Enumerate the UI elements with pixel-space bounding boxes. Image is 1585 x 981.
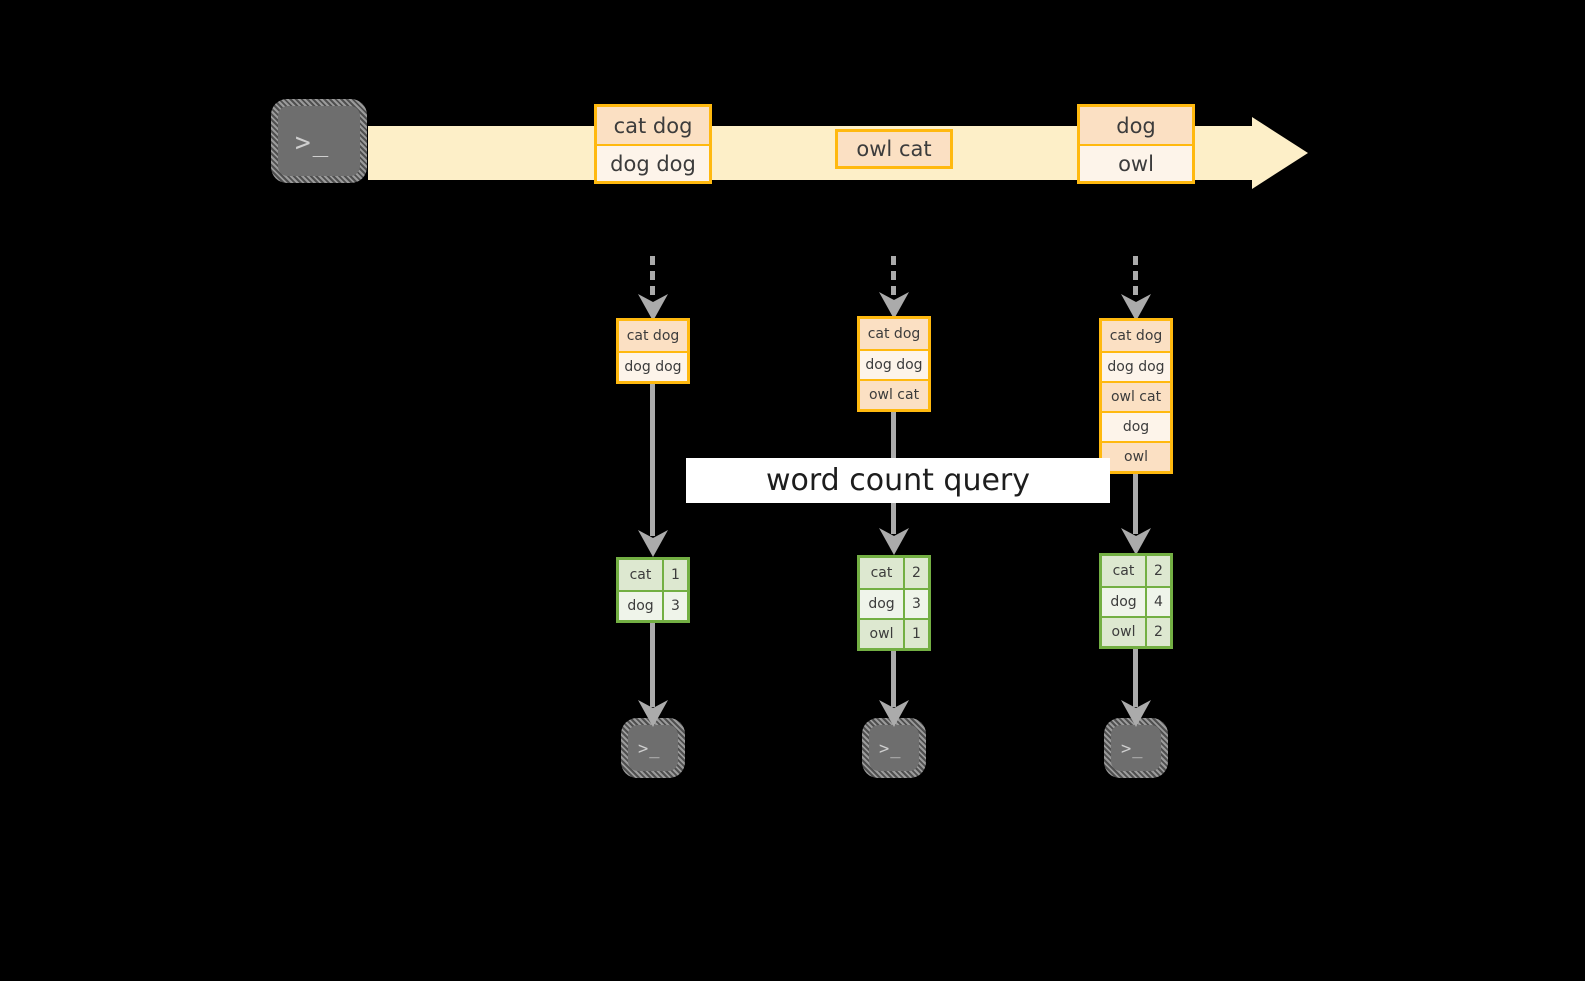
terminal-screen: >_ [869, 725, 919, 771]
terminal-screen: >_ [278, 106, 360, 176]
result-table-3[interactable]: cat 2 dog 4 owl 2 [1099, 553, 1173, 649]
snapshot-to-result-connector-1 [650, 384, 655, 536]
prompt-glyph: >_ [295, 128, 331, 158]
arrow-head-icon [1121, 528, 1151, 555]
result-row: dog 4 [1102, 586, 1170, 616]
result-row: dog 3 [860, 588, 928, 618]
result-to-consumer-connector-2 [891, 651, 896, 707]
result-word: cat [619, 560, 664, 590]
consumer-terminal-icon-3[interactable]: >_ [1104, 718, 1168, 778]
terminal-screen: >_ [628, 725, 678, 771]
snapshot-table-2[interactable]: cat dog dog dog owl cat [857, 316, 931, 412]
stream-message-1[interactable]: cat dog dog dog [594, 104, 712, 184]
result-count: 2 [1147, 556, 1170, 586]
result-table-1[interactable]: cat 1 dog 3 [616, 557, 690, 623]
query-band [686, 458, 1110, 503]
result-row: owl 1 [860, 618, 928, 648]
snapshot-row: cat dog [860, 319, 928, 349]
result-count: 3 [905, 590, 928, 618]
result-count: 1 [905, 620, 928, 648]
stream-arrow-head [1252, 117, 1308, 189]
result-word: dog [619, 592, 664, 620]
query-label: word count query [765, 463, 1031, 498]
snapshot-row: dog [1102, 411, 1170, 441]
arrow-head-icon [638, 294, 668, 321]
arrow-head-icon [638, 530, 668, 557]
result-count: 2 [1147, 618, 1170, 646]
result-word: owl [1102, 618, 1147, 646]
consumer-terminal-icon-2[interactable]: >_ [862, 718, 926, 778]
arrow-head-icon [879, 528, 909, 555]
result-row: dog 3 [619, 590, 687, 620]
arrow-head-icon [1121, 294, 1151, 321]
snapshot-row: owl cat [1102, 381, 1170, 411]
stream-to-snapshot-connector-2 [891, 256, 896, 298]
message-line: dog [1080, 107, 1192, 144]
result-word: dog [860, 590, 905, 618]
result-to-consumer-connector-3 [1133, 649, 1138, 707]
result-count: 2 [905, 558, 928, 588]
result-row: cat 1 [619, 560, 687, 590]
result-word: dog [1102, 588, 1147, 616]
result-word: cat [860, 558, 905, 588]
snapshot-table-1[interactable]: cat dog dog dog [616, 318, 690, 384]
result-count: 4 [1147, 588, 1170, 616]
snapshot-to-result-connector-3 [1133, 474, 1138, 534]
arrow-head-icon [1121, 700, 1151, 727]
message-line: owl cat [838, 132, 950, 166]
snapshot-row: dog dog [619, 351, 687, 381]
terminal-screen: >_ [1111, 725, 1161, 771]
result-to-consumer-connector-1 [650, 623, 655, 707]
arrow-head-icon [879, 292, 909, 319]
prompt-glyph: >_ [879, 739, 902, 759]
prompt-glyph: >_ [1121, 739, 1144, 759]
snapshot-row: dog dog [1102, 351, 1170, 381]
stream-message-3[interactable]: dog owl [1077, 104, 1195, 184]
message-line: cat dog [597, 107, 709, 144]
result-count: 1 [664, 560, 687, 590]
stream-to-snapshot-connector-3 [1133, 256, 1138, 300]
result-table-2[interactable]: cat 2 dog 3 owl 1 [857, 555, 931, 651]
message-line: dog dog [597, 144, 709, 181]
stream-message-2[interactable]: owl cat [835, 129, 953, 169]
result-row: owl 2 [1102, 616, 1170, 646]
arrow-head-icon [879, 700, 909, 727]
result-word: owl [860, 620, 905, 648]
result-count: 3 [664, 592, 687, 620]
snapshot-row: owl [1102, 441, 1170, 471]
result-row: cat 2 [860, 558, 928, 588]
snapshot-row: dog dog [860, 349, 928, 379]
message-line: owl [1080, 144, 1192, 181]
snapshot-table-3[interactable]: cat dog dog dog owl cat dog owl [1099, 318, 1173, 474]
producer-terminal-icon[interactable]: >_ [271, 99, 367, 183]
result-word: cat [1102, 556, 1147, 586]
arrow-head-icon [638, 700, 668, 727]
prompt-glyph: >_ [638, 739, 661, 759]
stream-to-snapshot-connector-1 [650, 256, 655, 300]
result-row: cat 2 [1102, 556, 1170, 586]
snapshot-row: cat dog [619, 321, 687, 351]
snapshot-row: owl cat [860, 379, 928, 409]
snapshot-row: cat dog [1102, 321, 1170, 351]
consumer-terminal-icon-1[interactable]: >_ [621, 718, 685, 778]
